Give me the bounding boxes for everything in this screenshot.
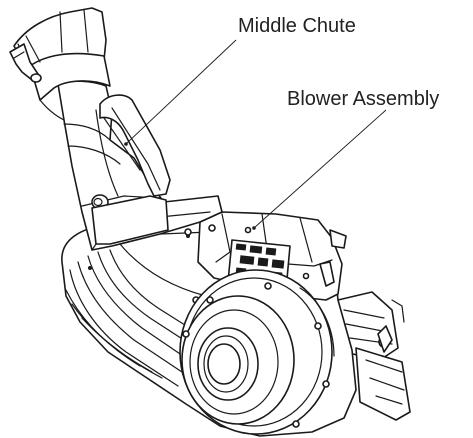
rear-bracket — [337, 291, 411, 421]
callout-middle-chute: Middle Chute — [238, 15, 356, 37]
leader-lines — [124, 39, 387, 230]
callout-blower-assembly: Blower Assembly — [287, 88, 440, 110]
leader-blower-assembly — [253, 109, 387, 229]
middle-chute — [57, 80, 223, 251]
impeller-housing — [179, 269, 335, 435]
upper-chute — [9, 7, 111, 121]
leader-middle-chute — [125, 39, 237, 145]
